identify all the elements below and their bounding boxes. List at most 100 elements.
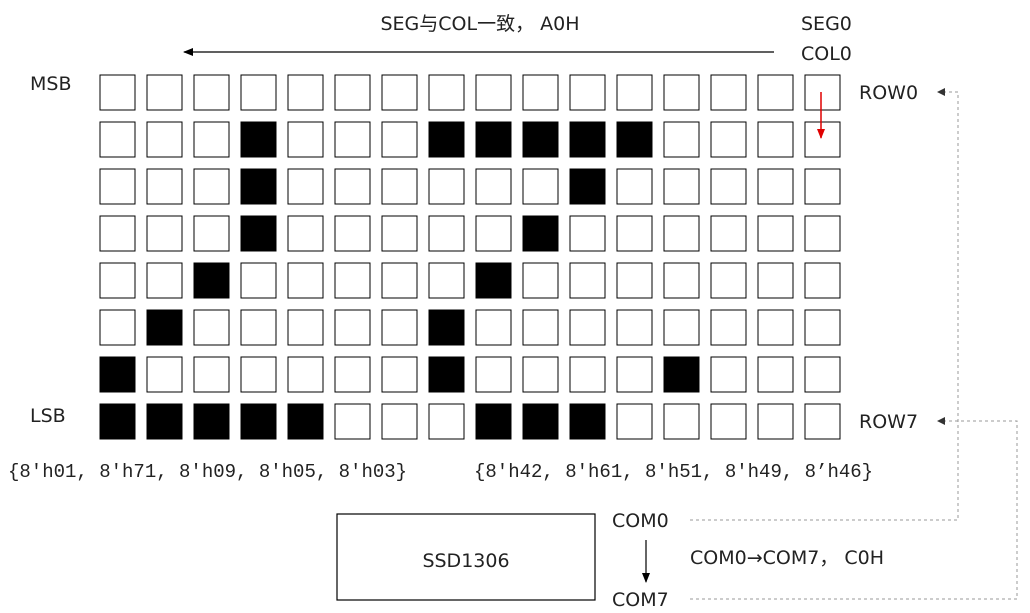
pixel-off [193,309,230,346]
pixel-on [522,121,559,158]
pixel-off [381,356,418,393]
pixel-off [522,168,559,205]
pixel-off [99,168,136,205]
pixel-off [804,403,841,440]
pixel-off [287,121,324,158]
pixel-off [710,168,747,205]
pixel-off [710,215,747,252]
pixel-on [569,403,606,440]
pixel-off [381,215,418,252]
pixel-off [240,74,277,111]
pixel-on [428,356,465,393]
pixel-off [475,74,512,111]
pixel-off [757,74,794,111]
pixel-off [287,215,324,252]
pixel-off [381,262,418,299]
pixel-off [475,168,512,205]
pixel-off [193,356,230,393]
pixel-off [334,121,371,158]
pixel-off [616,74,653,111]
com0-label: COM0 [612,510,669,532]
lsb-label: LSB [30,405,66,427]
pixel-off [757,215,794,252]
pixel-off [663,74,700,111]
pixel-off [146,121,183,158]
pixel-off [334,403,371,440]
pixel-off [287,356,324,393]
pixel-on [569,121,606,158]
pixel-off [193,121,230,158]
pixel-off [663,309,700,346]
pixel-on [99,403,136,440]
pixel-off [334,309,371,346]
pixel-off [757,168,794,205]
pixel-off [99,121,136,158]
pixel-off [287,74,324,111]
pixel-off [428,168,465,205]
pixel-off [569,356,606,393]
pixel-off [428,215,465,252]
pixel-off [334,74,371,111]
com7-row7-leader [690,420,1018,600]
pixel-off [146,168,183,205]
pixel-off [428,403,465,440]
pixel-off [616,215,653,252]
pixel-off [475,356,512,393]
pixel-off [757,262,794,299]
pixel-on [240,403,277,440]
pixel-on [428,309,465,346]
pixel-off [663,215,700,252]
pixel-off [99,74,136,111]
pixel-off [146,215,183,252]
pixel-off [334,356,371,393]
pixel-off [663,168,700,205]
pixel-on [663,356,700,393]
pixel-on [287,403,324,440]
row0-label: ROW0 [859,82,918,104]
pixel-on [522,215,559,252]
pixel-off [475,309,512,346]
pixel-off [381,74,418,111]
ssd1306-label: SSD1306 [422,550,509,572]
pixel-on [522,403,559,440]
pixel-off [616,403,653,440]
byte-group-right: {8'h42, 8'h61, 8'h51, 8'h49, 8’h46} [474,461,873,483]
pixel-off [146,74,183,111]
pixel-off [804,121,841,158]
pixel-off [616,356,653,393]
pixel-off [569,309,606,346]
pixel-off [804,74,841,111]
pixel-off [240,309,277,346]
pixel-off [616,262,653,299]
pixel-on [569,168,606,205]
pixel-off [193,168,230,205]
pixel-off [193,74,230,111]
pixel-off [569,215,606,252]
pixel-off [428,262,465,299]
pixel-off [334,215,371,252]
row0-leader-arrowhead [937,88,945,96]
pixel-on [240,121,277,158]
pixel-off [757,121,794,158]
pixel-on [428,121,465,158]
pixel-off [381,168,418,205]
pixel-off [146,262,183,299]
col0-label: COL0 [801,43,852,65]
pixel-off [804,215,841,252]
pixel-off [287,262,324,299]
pixel-off [804,262,841,299]
pixel-off [757,356,794,393]
pixel-off [334,168,371,205]
pixel-off [663,403,700,440]
pixel-off [710,356,747,393]
pixel-grid [99,74,841,440]
pixel-on [475,121,512,158]
pixel-on [146,403,183,440]
pixel-off [804,168,841,205]
pixel-off [663,262,700,299]
pixel-off [334,262,371,299]
pixel-off [240,356,277,393]
com7-label: COM7 [612,589,669,611]
pixel-off [522,309,559,346]
com0-row0-leader [690,91,959,521]
